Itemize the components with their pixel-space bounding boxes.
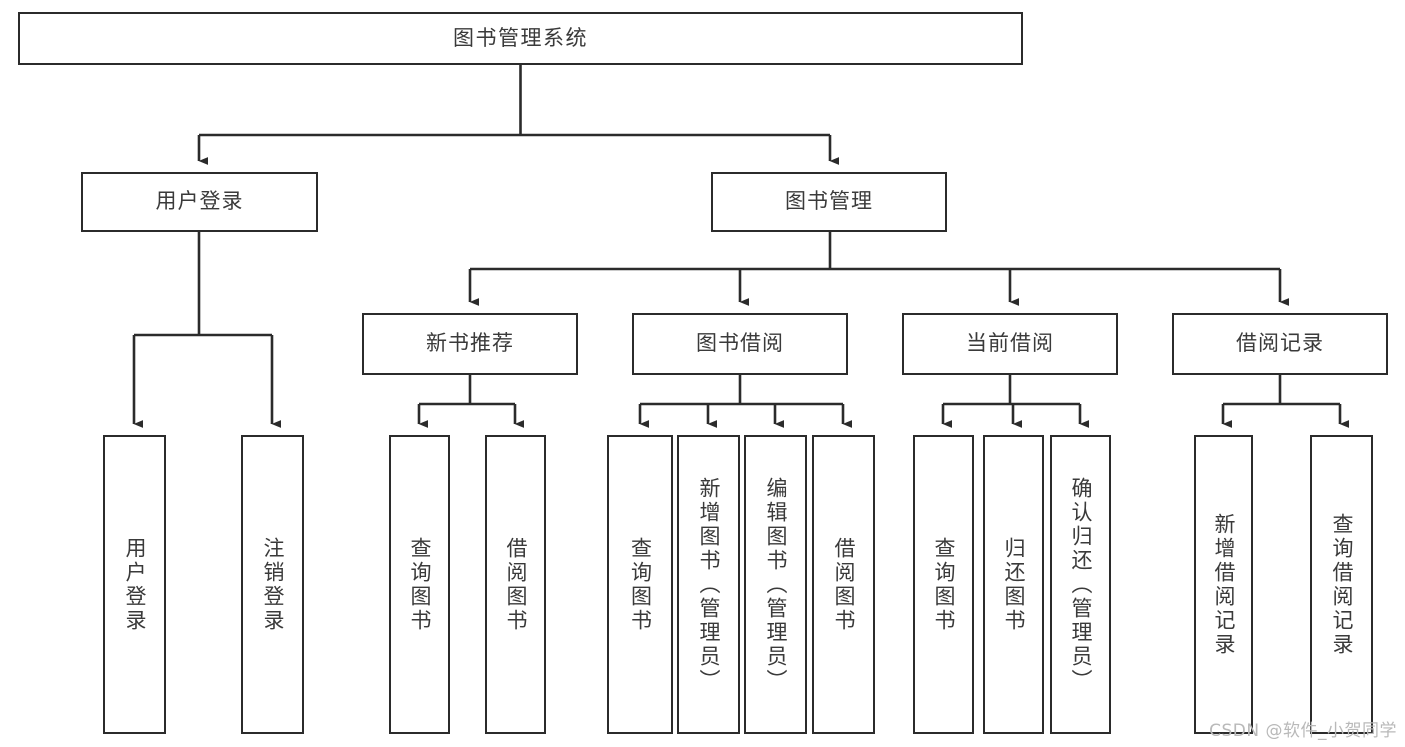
node-label: 查询借阅记录 (1330, 512, 1354, 657)
node-label: 归还图书 (1002, 536, 1026, 633)
leaf-query-borrow-record[interactable]: 查询借阅记录 (1310, 435, 1373, 734)
leaf-confirm-return-admin[interactable]: 确认归还（管理员） (1050, 435, 1111, 734)
node-label: 确认归还（管理员） (1069, 476, 1093, 693)
leaf-user-login[interactable]: 用户登录 (103, 435, 166, 734)
node-label: 注销登录 (261, 536, 285, 633)
node-label: 查询图书 (932, 536, 956, 633)
node-label: 用户登录 (155, 189, 244, 214)
node-book-management[interactable]: 图书管理 (711, 172, 947, 232)
node-label: 借阅图书 (504, 536, 528, 633)
node-borrow-record[interactable]: 借阅记录 (1172, 313, 1388, 375)
node-label: 当前借阅 (966, 331, 1054, 356)
node-new-book-recommend[interactable]: 新书推荐 (362, 313, 578, 375)
leaf-add-borrow-record[interactable]: 新增借阅记录 (1194, 435, 1253, 734)
leaf-add-book-admin[interactable]: 新增图书（管理员） (677, 435, 740, 734)
node-label: 编辑图书（管理员） (764, 476, 788, 693)
leaf-return-book[interactable]: 归还图书 (983, 435, 1044, 734)
node-label: 图书管理系统 (453, 25, 588, 50)
leaf-logout-login[interactable]: 注销登录 (241, 435, 304, 734)
leaf-query-book-current[interactable]: 查询图书 (913, 435, 974, 734)
leaf-edit-book-admin[interactable]: 编辑图书（管理员） (744, 435, 807, 734)
leaf-borrow-book-new[interactable]: 借阅图书 (485, 435, 546, 734)
node-label: 用户登录 (123, 536, 147, 633)
node-user-login[interactable]: 用户登录 (81, 172, 318, 232)
node-current-borrow[interactable]: 当前借阅 (902, 313, 1118, 375)
node-label: 新增图书（管理员） (697, 476, 721, 693)
node-book-management-system[interactable]: 图书管理系统 (18, 12, 1023, 65)
node-label: 图书借阅 (696, 331, 784, 356)
leaf-query-book-new[interactable]: 查询图书 (389, 435, 450, 734)
node-label: 图书管理 (785, 189, 873, 214)
leaf-query-book-borrow[interactable]: 查询图书 (607, 435, 673, 734)
node-label: 查询图书 (408, 536, 432, 633)
node-label: 借阅记录 (1236, 331, 1324, 356)
node-book-borrow[interactable]: 图书借阅 (632, 313, 848, 375)
node-label: 新增借阅记录 (1212, 512, 1236, 657)
leaf-borrow-book[interactable]: 借阅图书 (812, 435, 875, 734)
node-label: 借阅图书 (832, 536, 856, 633)
node-label: 新书推荐 (426, 331, 514, 356)
node-label: 查询图书 (628, 536, 653, 633)
